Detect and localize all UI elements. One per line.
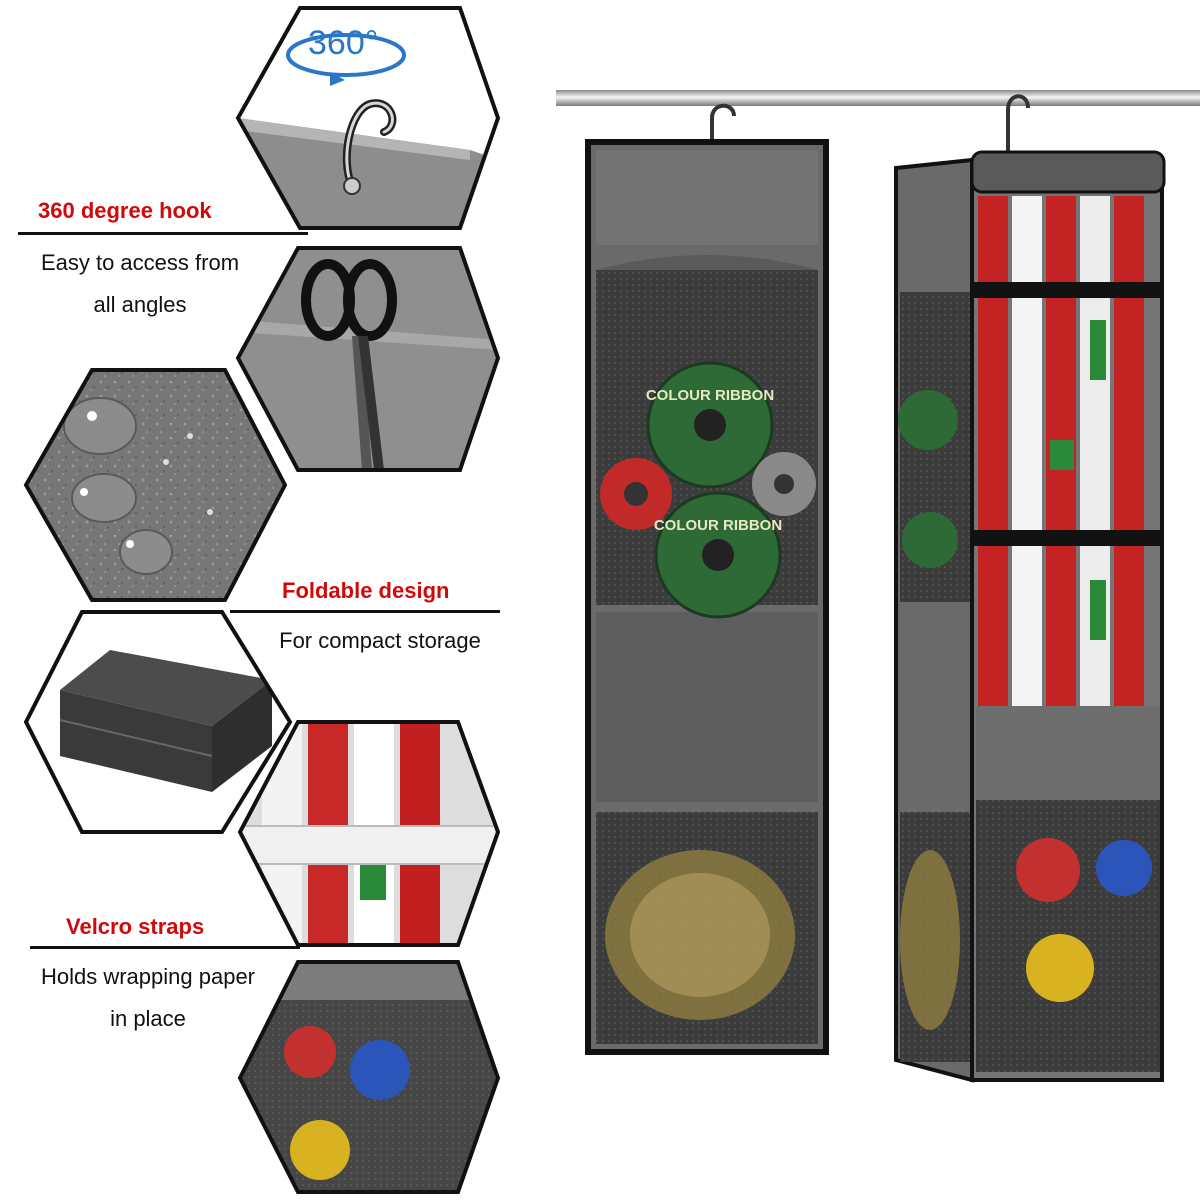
- hexagon-hook-closeup: [235, 6, 501, 230]
- hexagon-bows-pocket: [237, 960, 501, 1194]
- feature-divider-foldable: [230, 610, 500, 613]
- hexagon-velcro-rolls: [237, 720, 501, 947]
- organizer-side-view: [894, 94, 1166, 1083]
- rotation-badge: 360°: [308, 24, 378, 62]
- clothes-rail: [556, 90, 1200, 106]
- hexagon-scissors-pocket: [235, 246, 501, 472]
- ribbon-spool-red: [600, 458, 672, 530]
- hexagon-folded-organizer: [23, 610, 293, 834]
- ribbon-spool-gray: [752, 452, 816, 516]
- feature-caption-velcro: Holds wrapping paper in place: [14, 956, 282, 1040]
- feature-divider-hook: [18, 232, 308, 235]
- feature-divider-velcro: [30, 946, 300, 949]
- feature-caption-foldable: For compact storage: [250, 620, 510, 662]
- hexagon-waterproof-fabric: [23, 368, 288, 602]
- feature-caption-velcro-line-2: in place: [110, 1006, 186, 1031]
- ribbon-spool-label-top: COLOUR RIBBON: [646, 387, 774, 404]
- feature-caption-hook-line-2: all angles: [93, 292, 187, 317]
- feature-title-hook: 360 degree hook: [38, 198, 212, 223]
- feature-caption-velcro-line-1: Holds wrapping paper: [40, 964, 256, 989]
- ribbon-spool-top: [646, 361, 774, 489]
- feature-caption-hook-line-1: Easy to access from: [40, 250, 240, 275]
- feature-title-velcro: Velcro straps: [66, 914, 205, 939]
- ribbon-spool-label-bottom: COLOUR RIBBON: [654, 517, 782, 534]
- feature-caption-foldable-line-1: For compact storage: [279, 628, 481, 653]
- feature-title-foldable: Foldable design: [282, 578, 450, 603]
- feature-caption-hook: Easy to access from all angles: [10, 242, 270, 326]
- ribbon-spool-bottom: [654, 491, 782, 619]
